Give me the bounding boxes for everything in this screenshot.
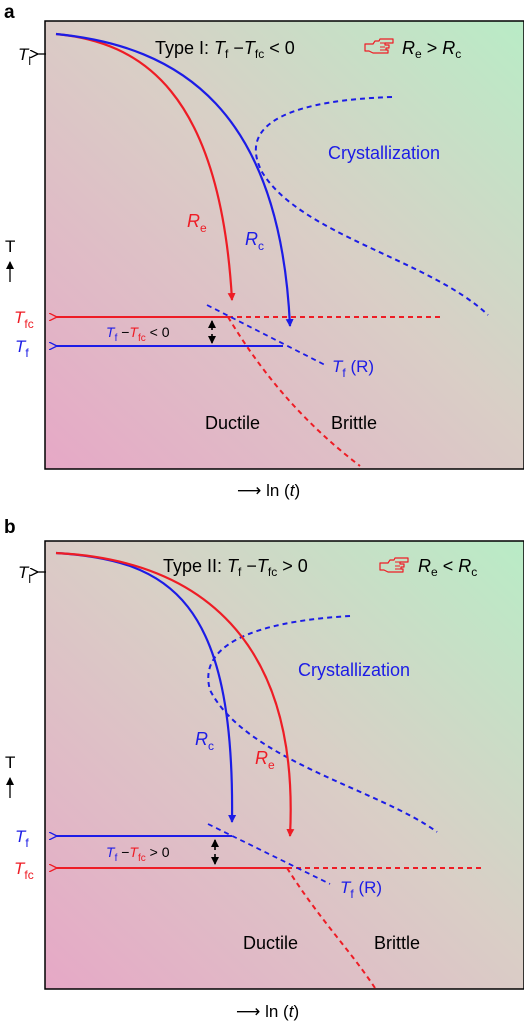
crystallization-label: Crystallization bbox=[328, 143, 440, 163]
tl-label: Tl bbox=[18, 45, 31, 68]
type-result: Re < Rc bbox=[418, 556, 477, 579]
tl-label: Tl bbox=[18, 563, 31, 586]
plot-area bbox=[44, 20, 524, 470]
time-axis-label: ⟶ ln (t) bbox=[237, 481, 300, 500]
type-result: Re > Rc bbox=[402, 38, 461, 61]
ductile-brittle-boundary bbox=[286, 867, 376, 989]
tf-r-label: Tf (R) bbox=[340, 878, 382, 901]
tf-r-line bbox=[207, 823, 331, 885]
panel-letter: b bbox=[4, 517, 16, 538]
time-axis-label: ⟶ ln (t) bbox=[236, 1002, 299, 1021]
tfc-label: Tfc bbox=[14, 308, 34, 331]
rc-label: Rc bbox=[195, 729, 214, 753]
plot-area bbox=[44, 540, 524, 990]
ductile-brittle-boundary bbox=[227, 316, 361, 467]
rc-cooling-curve bbox=[55, 32, 294, 327]
crystallization-curve bbox=[254, 96, 489, 316]
panel-b: b Type II: Tf −Tfc > 0 Re < Rc Tl T Crys… bbox=[4, 517, 524, 1021]
crystallization-label: Crystallization bbox=[298, 660, 410, 680]
t-axis-label: T bbox=[5, 237, 15, 256]
brittle-label: Brittle bbox=[331, 413, 377, 433]
tfc-label: Tfc bbox=[14, 859, 34, 882]
type-title: Type I: Tf −Tfc < 0 bbox=[155, 38, 295, 61]
t-axis-label: T bbox=[5, 753, 15, 772]
panel-letter: a bbox=[4, 2, 15, 23]
ductile-label: Ductile bbox=[243, 933, 298, 953]
re-label: Re bbox=[187, 211, 207, 235]
tf-r-line bbox=[206, 304, 326, 366]
tf-label: Tf bbox=[15, 337, 29, 360]
panel-a: a Type I: Tf −Tfc < 0 Re > Rc Tl T Cryst… bbox=[4, 2, 524, 500]
re-label: Re bbox=[255, 748, 275, 772]
re-cooling-curve bbox=[55, 551, 295, 837]
type-title: Type II: Tf −Tfc > 0 bbox=[163, 556, 308, 579]
tf-r-label: Tf (R) bbox=[332, 357, 374, 380]
tf-label: Tf bbox=[15, 827, 29, 850]
tf-minus-tfc-label: Tf −Tfc > 0 bbox=[106, 844, 170, 864]
tf-minus-tfc-label: Tf −Tfc < 0 bbox=[106, 324, 170, 344]
brittle-label: Brittle bbox=[374, 933, 420, 953]
rc-label: Rc bbox=[245, 229, 264, 253]
ductile-label: Ductile bbox=[205, 413, 260, 433]
